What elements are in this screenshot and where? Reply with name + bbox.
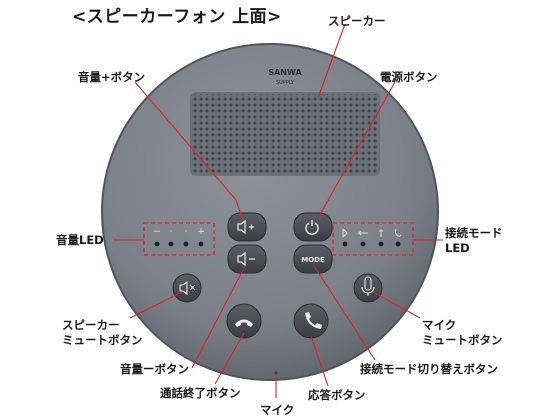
power-button (293, 212, 333, 242)
wireless-mode-icon (379, 229, 383, 237)
connection-led (395, 241, 401, 247)
answer-call-icon (305, 312, 322, 329)
volume-led-plus-mark: + (197, 227, 205, 237)
label-speaker-mute-button: スピーカー ミュートボタン (62, 318, 143, 348)
label-mic-mute-button: マイク ミュートボタン (422, 318, 503, 348)
label-speaker-mute-line2: ミュートボタン (62, 333, 143, 347)
leader-power (317, 81, 396, 219)
volume-led (198, 241, 204, 247)
answer-button (293, 303, 329, 339)
connection-led (360, 241, 366, 247)
volume-up-icon (237, 219, 254, 235)
label-connection-mode-led-line2: LED (445, 241, 470, 255)
leader-mode-switch (313, 265, 376, 361)
phone-mode-icon (394, 228, 402, 237)
label-power-button: 電源ボタン (380, 70, 438, 84)
label-mic: マイク (260, 403, 295, 417)
label-answer-button: 応答ボタン (308, 388, 366, 402)
volume-led (168, 241, 174, 247)
end-call-icon (235, 319, 253, 327)
connection-led (378, 241, 384, 247)
label-mic-mute-line2: ミュートボタン (422, 333, 503, 347)
leader-mic-mute (372, 291, 421, 319)
power-icon (305, 220, 319, 235)
connection-led (342, 241, 348, 247)
volume-led-dot-mark: · (185, 227, 188, 237)
volume-plus-button (227, 212, 267, 242)
page-title: <スピーカーフォン 上面> (72, 7, 282, 27)
leader-end-call (214, 332, 245, 385)
label-volume-led: 音量LED (56, 233, 104, 247)
mode-button-label: MODE (301, 256, 325, 264)
label-speaker: スピーカー (328, 14, 386, 28)
mic-hole (274, 371, 278, 375)
mic-mute-icon (361, 276, 375, 296)
volume-minus-button (227, 244, 267, 274)
label-volume-minus-button: 音量ーボタン (120, 362, 189, 376)
bluetooth-mode-icon (342, 228, 348, 238)
label-connection-mode-led-line1: 接続モード (445, 226, 503, 240)
speaker-mute-icon (179, 280, 196, 296)
mic-mute-button (353, 273, 383, 303)
volume-led (154, 241, 160, 247)
label-mic-mute-line1: マイク (422, 318, 457, 332)
leader-answer (310, 335, 329, 387)
label-mode-switch-button: 接続モード切り替えボタン (360, 362, 498, 376)
volume-led-box (143, 222, 215, 256)
label-connection-mode-led: 接続モード LED (445, 226, 503, 256)
leader-volume-plus (134, 81, 244, 222)
volume-down-icon (237, 251, 255, 267)
brand-logo-sub: SUPPLY (276, 80, 295, 86)
leader-volume-minus (191, 265, 246, 369)
volume-led-minus-mark: − (153, 227, 161, 237)
volume-led-dot-mark: · (170, 227, 173, 237)
label-volume-plus-button: 音量+ボタン (78, 70, 146, 84)
label-speaker-mute-line1: スピーカー (62, 318, 120, 332)
brand-logo: SANWA (268, 68, 302, 77)
volume-led (183, 241, 189, 247)
label-end-call-button: 通話終了ボタン (160, 386, 241, 400)
leader-speaker-mute (129, 291, 183, 319)
leader-speaker (317, 23, 346, 99)
usb-mode-icon (358, 230, 368, 236)
mode-button (293, 244, 333, 274)
